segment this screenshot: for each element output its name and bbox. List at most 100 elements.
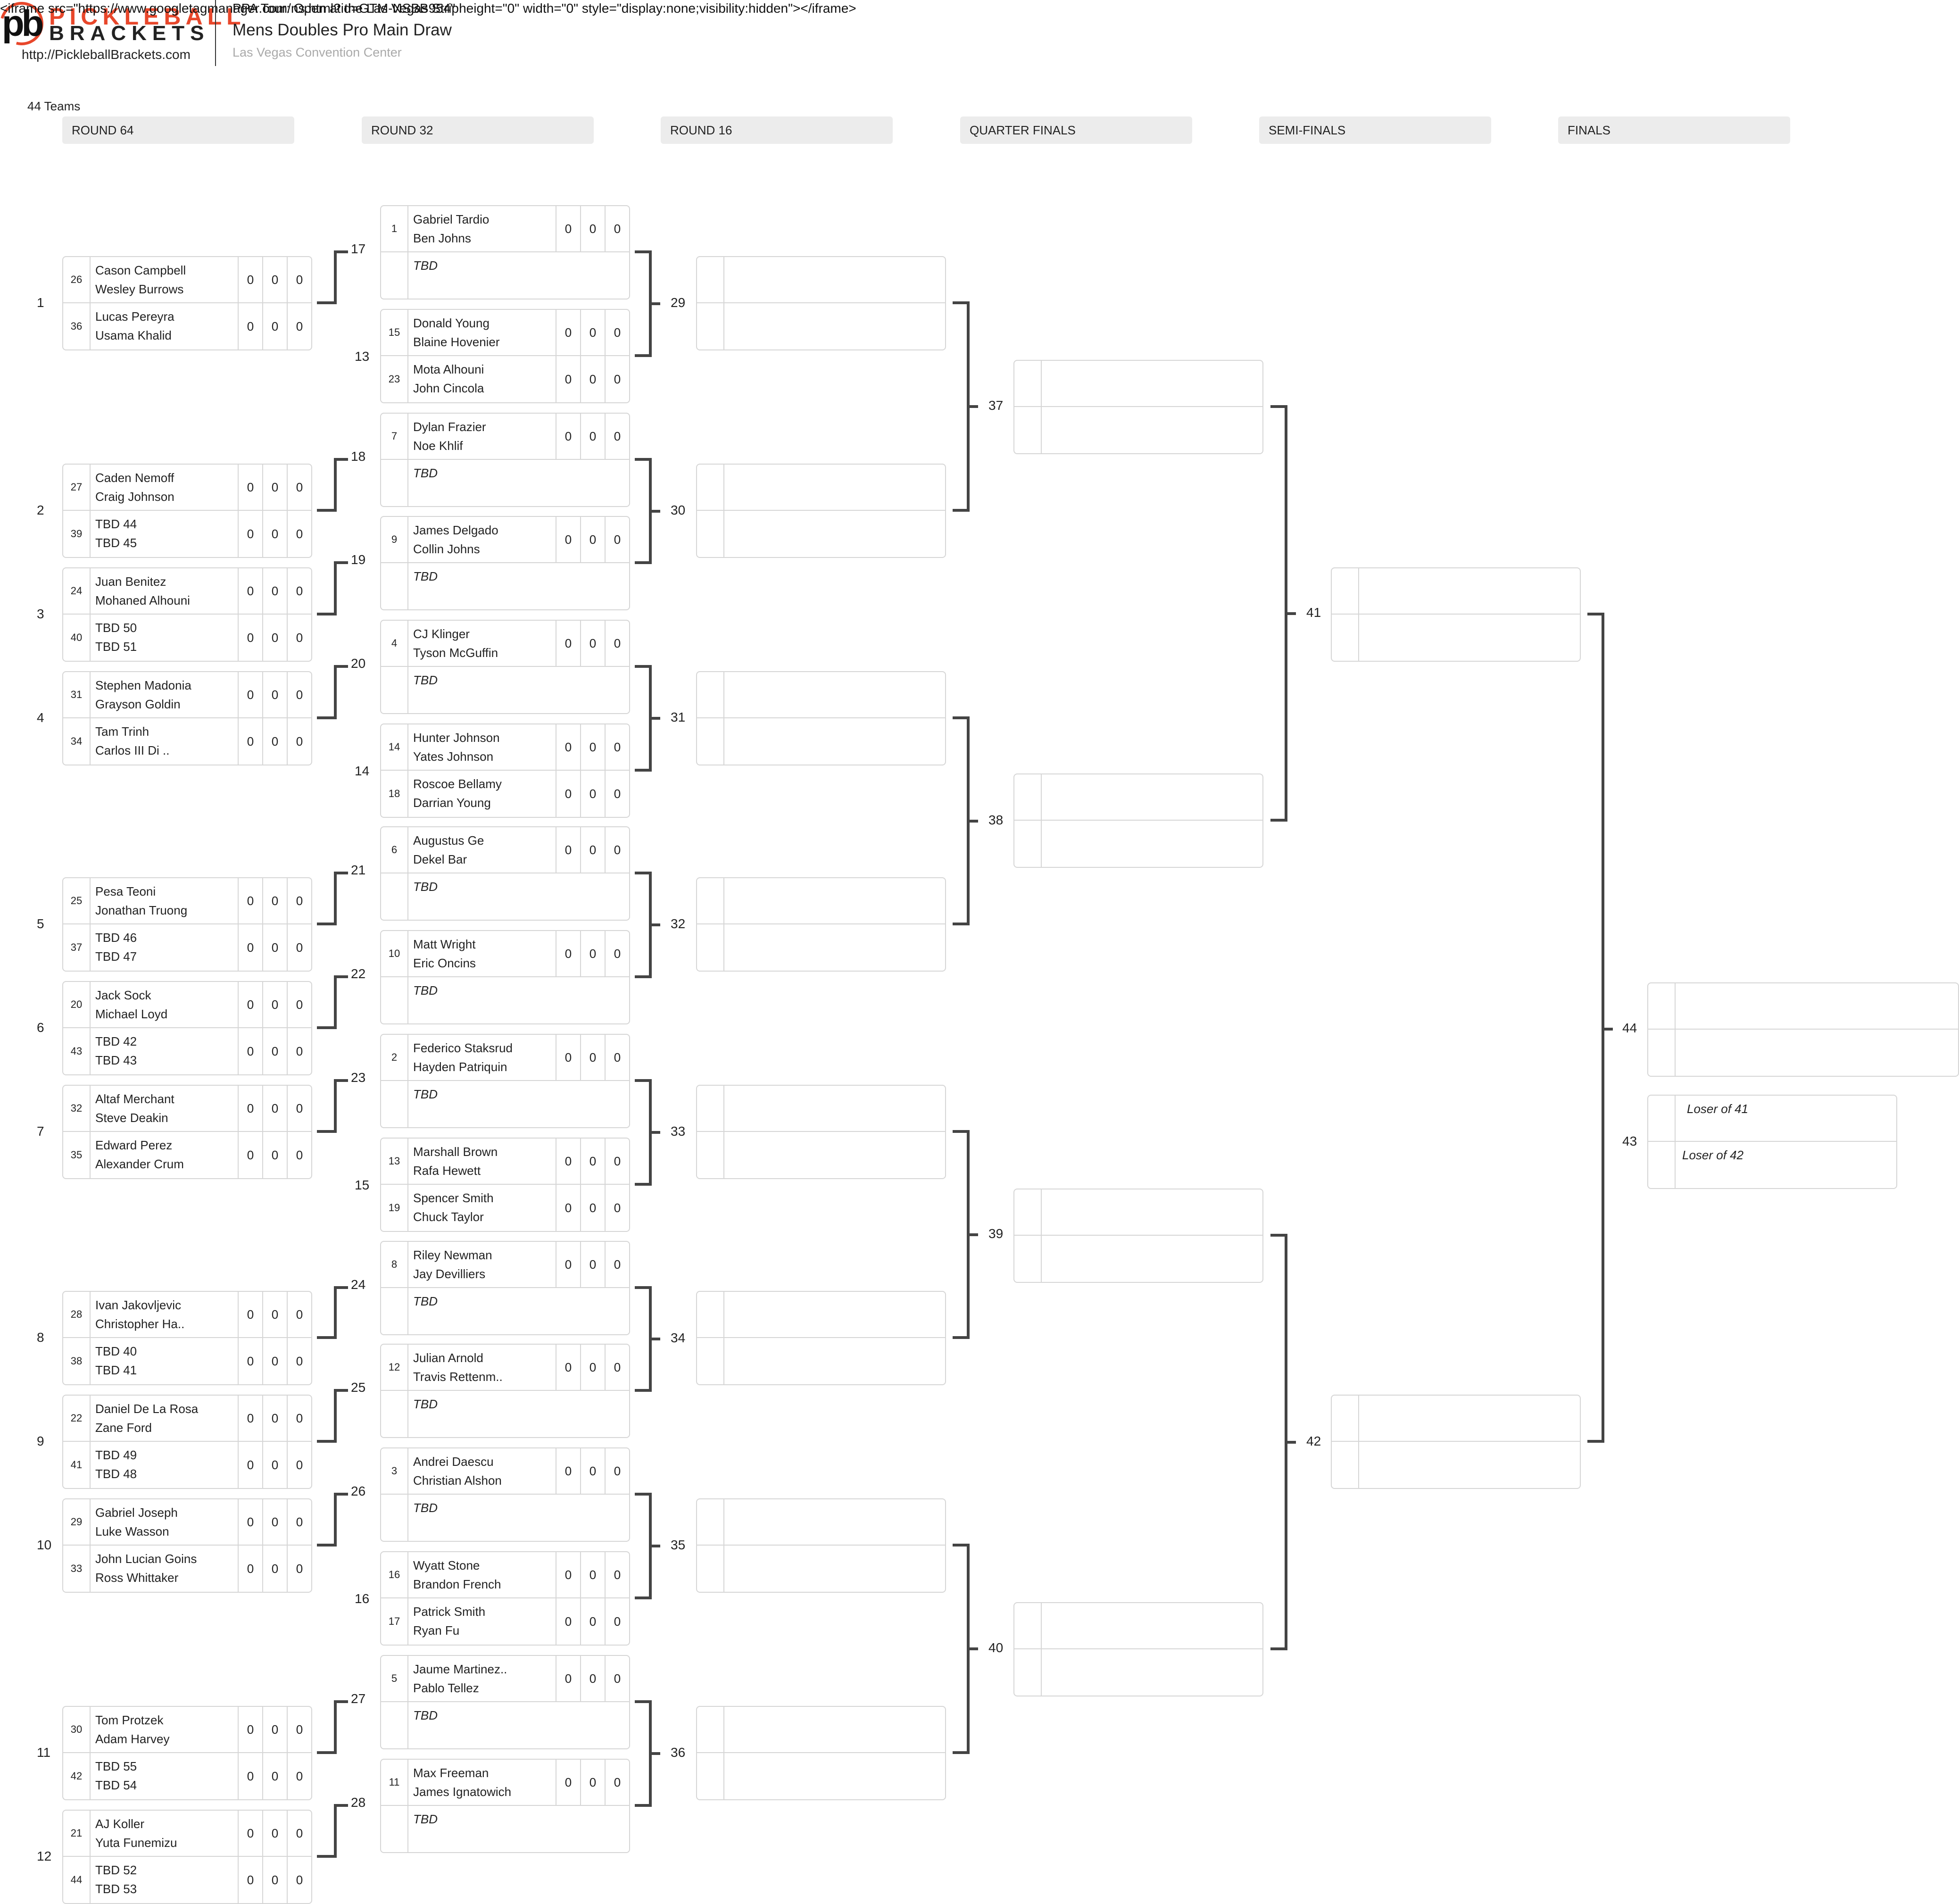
match-r16[interactable]	[696, 1498, 946, 1593]
team-row-empty[interactable]	[697, 303, 945, 349]
match-r16[interactable]	[696, 1085, 946, 1179]
team-row-empty[interactable]	[1332, 615, 1580, 661]
match-r16[interactable]	[696, 464, 946, 558]
team-row-empty[interactable]	[1648, 983, 1958, 1030]
match-qf[interactable]	[1013, 1602, 1263, 1696]
match-r16[interactable]	[696, 256, 946, 350]
match-final[interactable]	[1647, 982, 1959, 1077]
team-row-empty[interactable]	[697, 1753, 945, 1799]
team-row-empty[interactable]	[1014, 361, 1262, 407]
match-r16[interactable]	[696, 1706, 946, 1800]
team-row-tbd[interactable]: TBD	[381, 563, 629, 609]
team-row-empty[interactable]	[1014, 1603, 1262, 1649]
team-row-empty[interactable]	[1014, 1189, 1262, 1236]
team-row-empty[interactable]	[1332, 1396, 1580, 1442]
team-row-tbd[interactable]: TBD	[381, 1806, 629, 1852]
team-row-tbd[interactable]: TBD	[381, 1081, 629, 1127]
team-row-empty[interactable]	[1014, 1649, 1262, 1696]
team-row-tbd[interactable]: TBD	[381, 1288, 629, 1334]
team-row-empty[interactable]	[1014, 821, 1262, 867]
team-row-empty[interactable]	[1014, 407, 1262, 453]
pickleball-brackets-logo[interactable]: pb PICKLEBALL BRACKETS	[0, 0, 241, 53]
team-row-tbd[interactable]: TBD	[381, 1391, 629, 1437]
team-row-empty[interactable]	[1014, 1236, 1262, 1282]
team-row-empty[interactable]	[697, 878, 945, 924]
team-row-empty[interactable]	[697, 511, 945, 557]
team-row-tbd[interactable]: Loser of 42	[1648, 1142, 1896, 1188]
match-sf[interactable]	[1331, 1395, 1581, 1489]
site-link[interactable]: http://PickleballBrackets.com	[22, 47, 191, 62]
team-row-tbd[interactable]: TBD	[381, 667, 629, 713]
team-row-empty[interactable]	[697, 672, 945, 718]
team-row-empty[interactable]	[697, 1546, 945, 1592]
match-qf[interactable]	[1013, 773, 1263, 868]
team-row-empty[interactable]	[697, 257, 945, 303]
team-row-empty[interactable]	[697, 1132, 945, 1178]
team-row-empty[interactable]	[697, 1292, 945, 1338]
team-row-tbd[interactable]: TBD	[381, 252, 629, 299]
team-row-empty[interactable]	[1332, 568, 1580, 615]
match-r16[interactable]	[696, 671, 946, 765]
team-row-empty[interactable]	[697, 465, 945, 511]
team-row-tbd[interactable]: TBD	[381, 1702, 629, 1748]
team-row-empty[interactable]	[697, 924, 945, 971]
match-qf[interactable]	[1013, 360, 1263, 454]
team-row-empty[interactable]	[1332, 1442, 1580, 1488]
team-row-empty[interactable]	[697, 718, 945, 765]
team-row-tbd[interactable]: TBD	[381, 977, 629, 1023]
